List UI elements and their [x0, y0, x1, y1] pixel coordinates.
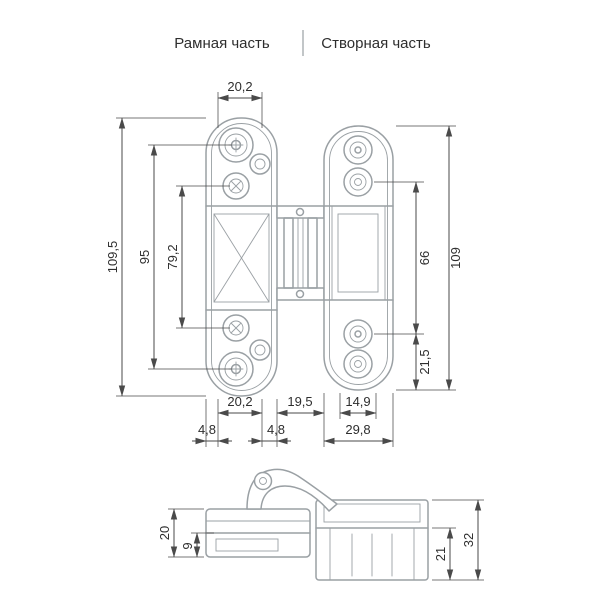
dim-label-frame-left-offset: 4,8: [198, 422, 216, 437]
dim-label-frame-right-offset: 4,8: [267, 422, 285, 437]
frame-top-small-screw: [249, 153, 271, 175]
dim-frame-screw-span: 95: [137, 144, 232, 370]
dim-center-gap: 19,5: [276, 393, 325, 447]
dim-side-leaf-cup: 21: [432, 527, 456, 581]
leaf-housing: [337, 213, 379, 293]
side-arm-pivot: [253, 471, 273, 491]
hinge-mechanism: [276, 205, 325, 301]
dim-label-frame-screw-span: 95: [137, 250, 152, 264]
leaf-part-label: Створная часть: [321, 35, 431, 52]
dim-label-center-gap: 19,5: [287, 394, 312, 409]
dim-frame-hole-width: 20,2: [217, 394, 263, 447]
side-view: 20 9 21 32: [157, 468, 484, 581]
leaf-part-drawing: [323, 125, 394, 391]
dim-frame-left-offset: 4,8: [192, 399, 232, 447]
dim-label-side-leaf-cup: 21: [433, 547, 448, 561]
dim-frame-inner-span: 79,2: [165, 185, 230, 329]
leaf-body-outline: [323, 125, 394, 391]
header: Рамная часть Створная часть: [174, 30, 431, 56]
dim-top-width: 20,2: [217, 79, 263, 128]
leaf-body-inner-contour: [329, 131, 388, 385]
dim-leaf-total-height: 109: [396, 125, 463, 391]
frame-body-outline: [205, 117, 278, 397]
dim-label-top-width: 20,2: [227, 79, 252, 94]
frame-housing: [213, 213, 270, 303]
dim-label-leaf-screw-span: 66: [417, 251, 432, 265]
frame-part-drawing: [205, 117, 278, 397]
frame-body-inner-contour: [211, 123, 272, 391]
mechanism-right-arm: [307, 217, 318, 289]
leaf-bottom-screw-1: [343, 319, 373, 349]
dim-leaf-width: 29,8: [323, 393, 394, 447]
dim-leaf-hole-width: 14,9: [339, 393, 377, 419]
side-leaf-top-detail: [323, 503, 421, 523]
dim-leaf-screw-span: 66: [374, 181, 432, 335]
dim-side-frame-cup: 9: [180, 532, 214, 558]
leaf-top-screw-2: [343, 167, 373, 197]
dim-frame-right-offset: 4,8: [248, 422, 291, 445]
dim-label-side-leaf-height: 32: [461, 533, 476, 547]
dim-label-frame-hole-width: 20,2: [227, 394, 252, 409]
dim-label-frame-inner-span: 79,2: [165, 244, 180, 269]
side-frame-cup-detail: [215, 538, 279, 552]
leaf-bottom-screw-2: [343, 349, 373, 379]
front-dimensions: 20,2 109,5 95 79,2 66: [105, 79, 463, 447]
dim-label-leaf-bottom-offset: 21,5: [417, 349, 432, 374]
leaf-top-screw-1: [343, 135, 373, 165]
dim-side-frame-height: 20: [157, 508, 204, 558]
dim-label-frame-total-height: 109,5: [105, 241, 120, 274]
dim-label-leaf-width: 29,8: [345, 422, 370, 437]
mechanism-top-pivot: [295, 207, 305, 217]
mechanism-bottom-pivot: [295, 289, 305, 299]
dim-label-side-frame-height: 20: [157, 526, 172, 540]
dim-frame-total-height: 109,5: [105, 117, 206, 397]
dim-side-leaf-height: 32: [432, 499, 484, 581]
dim-label-leaf-hole-width: 14,9: [345, 394, 370, 409]
mechanism-left-arm: [283, 217, 294, 289]
dim-label-side-frame-cup: 9: [180, 542, 195, 549]
dim-label-leaf-total-height: 109: [448, 247, 463, 269]
frame-part-label: Рамная часть: [174, 35, 270, 52]
dim-leaf-bottom-offset: 21,5: [412, 333, 432, 391]
frame-bottom-small-screw: [249, 339, 271, 361]
